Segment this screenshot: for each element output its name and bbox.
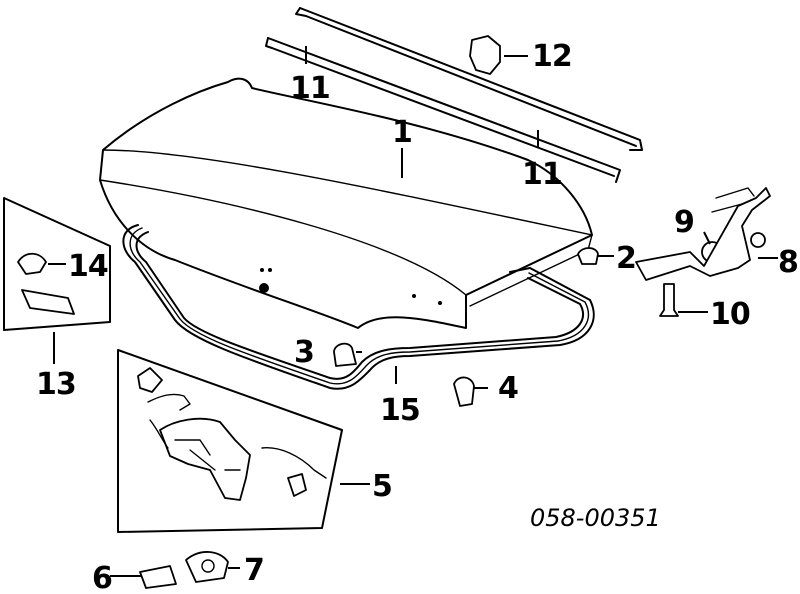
callout-5: 5 [372,469,392,504]
reference-code: 058-00351 [530,504,661,532]
small-parts [139,35,771,589]
callout-7: 7 [244,553,264,588]
part-10 [659,283,679,317]
part-3 [333,342,357,367]
callout-1: 1 [392,115,412,150]
callout-3: 3 [294,335,314,370]
lock-assembly [117,349,343,533]
panel-13 [3,197,111,331]
part-8 [635,187,771,281]
callout-labels: 1 2 3 4 5 6 7 8 9 10 11 11 12 13 14 15 0… [36,39,799,594]
callout-15: 15 [380,393,420,428]
part-6 [139,565,177,589]
part-2 [577,247,599,265]
callout-11-top: 11 [290,71,330,106]
callout-8: 8 [778,245,798,280]
part-7 [185,551,229,583]
part-12 [469,35,501,75]
trunk-lid [99,77,593,329]
callout-13: 13 [36,367,76,402]
callout-12: 12 [532,39,572,74]
torsion-bars [265,7,643,183]
callout-6: 6 [92,561,112,594]
callout-11-right: 11 [522,157,562,192]
part-4 [453,376,475,407]
callout-2: 2 [616,241,636,276]
callout-14: 14 [68,249,108,284]
callout-10: 10 [710,297,750,332]
callout-9: 9 [674,205,694,240]
leader-lines [48,46,778,577]
callout-4: 4 [498,371,518,406]
weatherstrip [122,224,595,390]
